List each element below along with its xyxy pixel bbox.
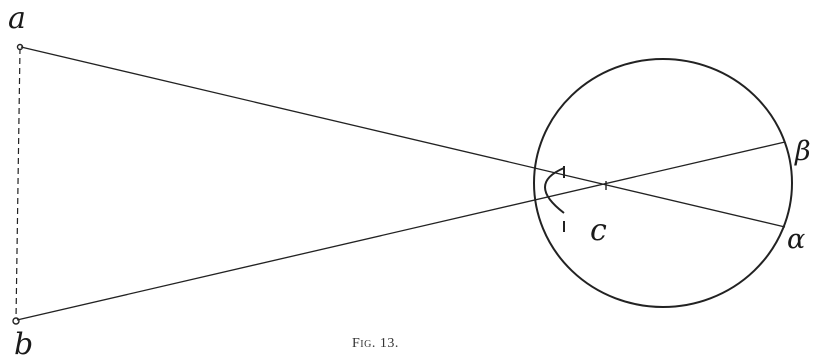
figure-caption-text: Fig. 13. [352, 336, 399, 351]
label-alpha: α [787, 224, 805, 255]
eyeball-circle [533, 58, 793, 308]
figure-caption: Fig. 13. [352, 336, 399, 352]
label-a: a [8, 1, 26, 36]
label-b: b [14, 327, 33, 356]
object-dashed-line [15, 47, 21, 321]
ray-a-to-alpha [20, 46, 786, 228]
ray-b-to-beta [16, 141, 786, 321]
label-c: c [590, 213, 607, 248]
label-beta: β [794, 136, 811, 167]
point-b-marker [12, 317, 20, 325]
cornea-arc [544, 167, 565, 214]
